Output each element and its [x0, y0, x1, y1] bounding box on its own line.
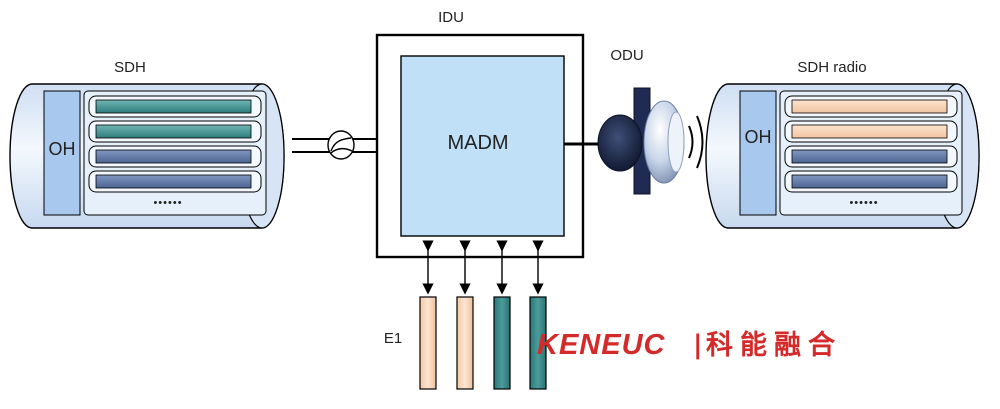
oh-panel — [739, 90, 777, 216]
madm-label: MADM — [447, 132, 508, 154]
payload-slot-fill — [95, 99, 252, 114]
e1-tributary-bar — [493, 296, 511, 390]
sdh-frame-tube: OH •••••• — [9, 83, 285, 229]
fiber-link — [292, 130, 402, 160]
odu-label: ODU — [610, 47, 643, 64]
oh-label-right: OH — [745, 127, 772, 147]
watermark-separator: | — [693, 330, 703, 360]
sdh-label: SDH — [114, 59, 146, 76]
e1-tributary-bars — [419, 296, 547, 390]
payload-slot-fill — [791, 149, 948, 164]
e1-tributary-links — [422, 240, 544, 295]
e1-tributary-bar — [456, 296, 474, 390]
watermark-chinese: 科能融合 — [706, 329, 842, 361]
payload-slots — [784, 95, 958, 193]
optical-connector-icon — [327, 130, 355, 160]
payload-ellipsis: •••••• — [153, 197, 182, 209]
sdh-radio-frame-tube: OH •••••• — [705, 83, 980, 229]
payload-slot-fill — [791, 99, 948, 114]
payload-slot-fill — [791, 124, 948, 139]
e1-tributary-bar — [419, 296, 437, 390]
keneuc-watermark-logo: KENEUC | 科能融合 — [537, 329, 842, 361]
payload-slots — [88, 95, 262, 193]
oh-label-left: OH — [49, 139, 76, 159]
oh-panel — [43, 90, 81, 216]
odu-antenna-icon — [597, 87, 685, 195]
watermark-latin: KENEUC — [537, 329, 666, 361]
idu-label: IDU — [438, 9, 464, 26]
payload-slot-fill — [95, 149, 252, 164]
payload-slot-fill — [95, 174, 252, 189]
sdh-radio-label: SDH radio — [797, 59, 866, 76]
radio-wave-icon — [688, 115, 704, 169]
payload-ellipsis: •••••• — [849, 197, 878, 209]
e1-tributary-bar — [529, 296, 547, 390]
payload-slot-fill — [95, 124, 252, 139]
madm-block — [400, 55, 565, 237]
payload-slot-fill — [791, 174, 948, 189]
e1-label: E1 — [384, 330, 402, 347]
